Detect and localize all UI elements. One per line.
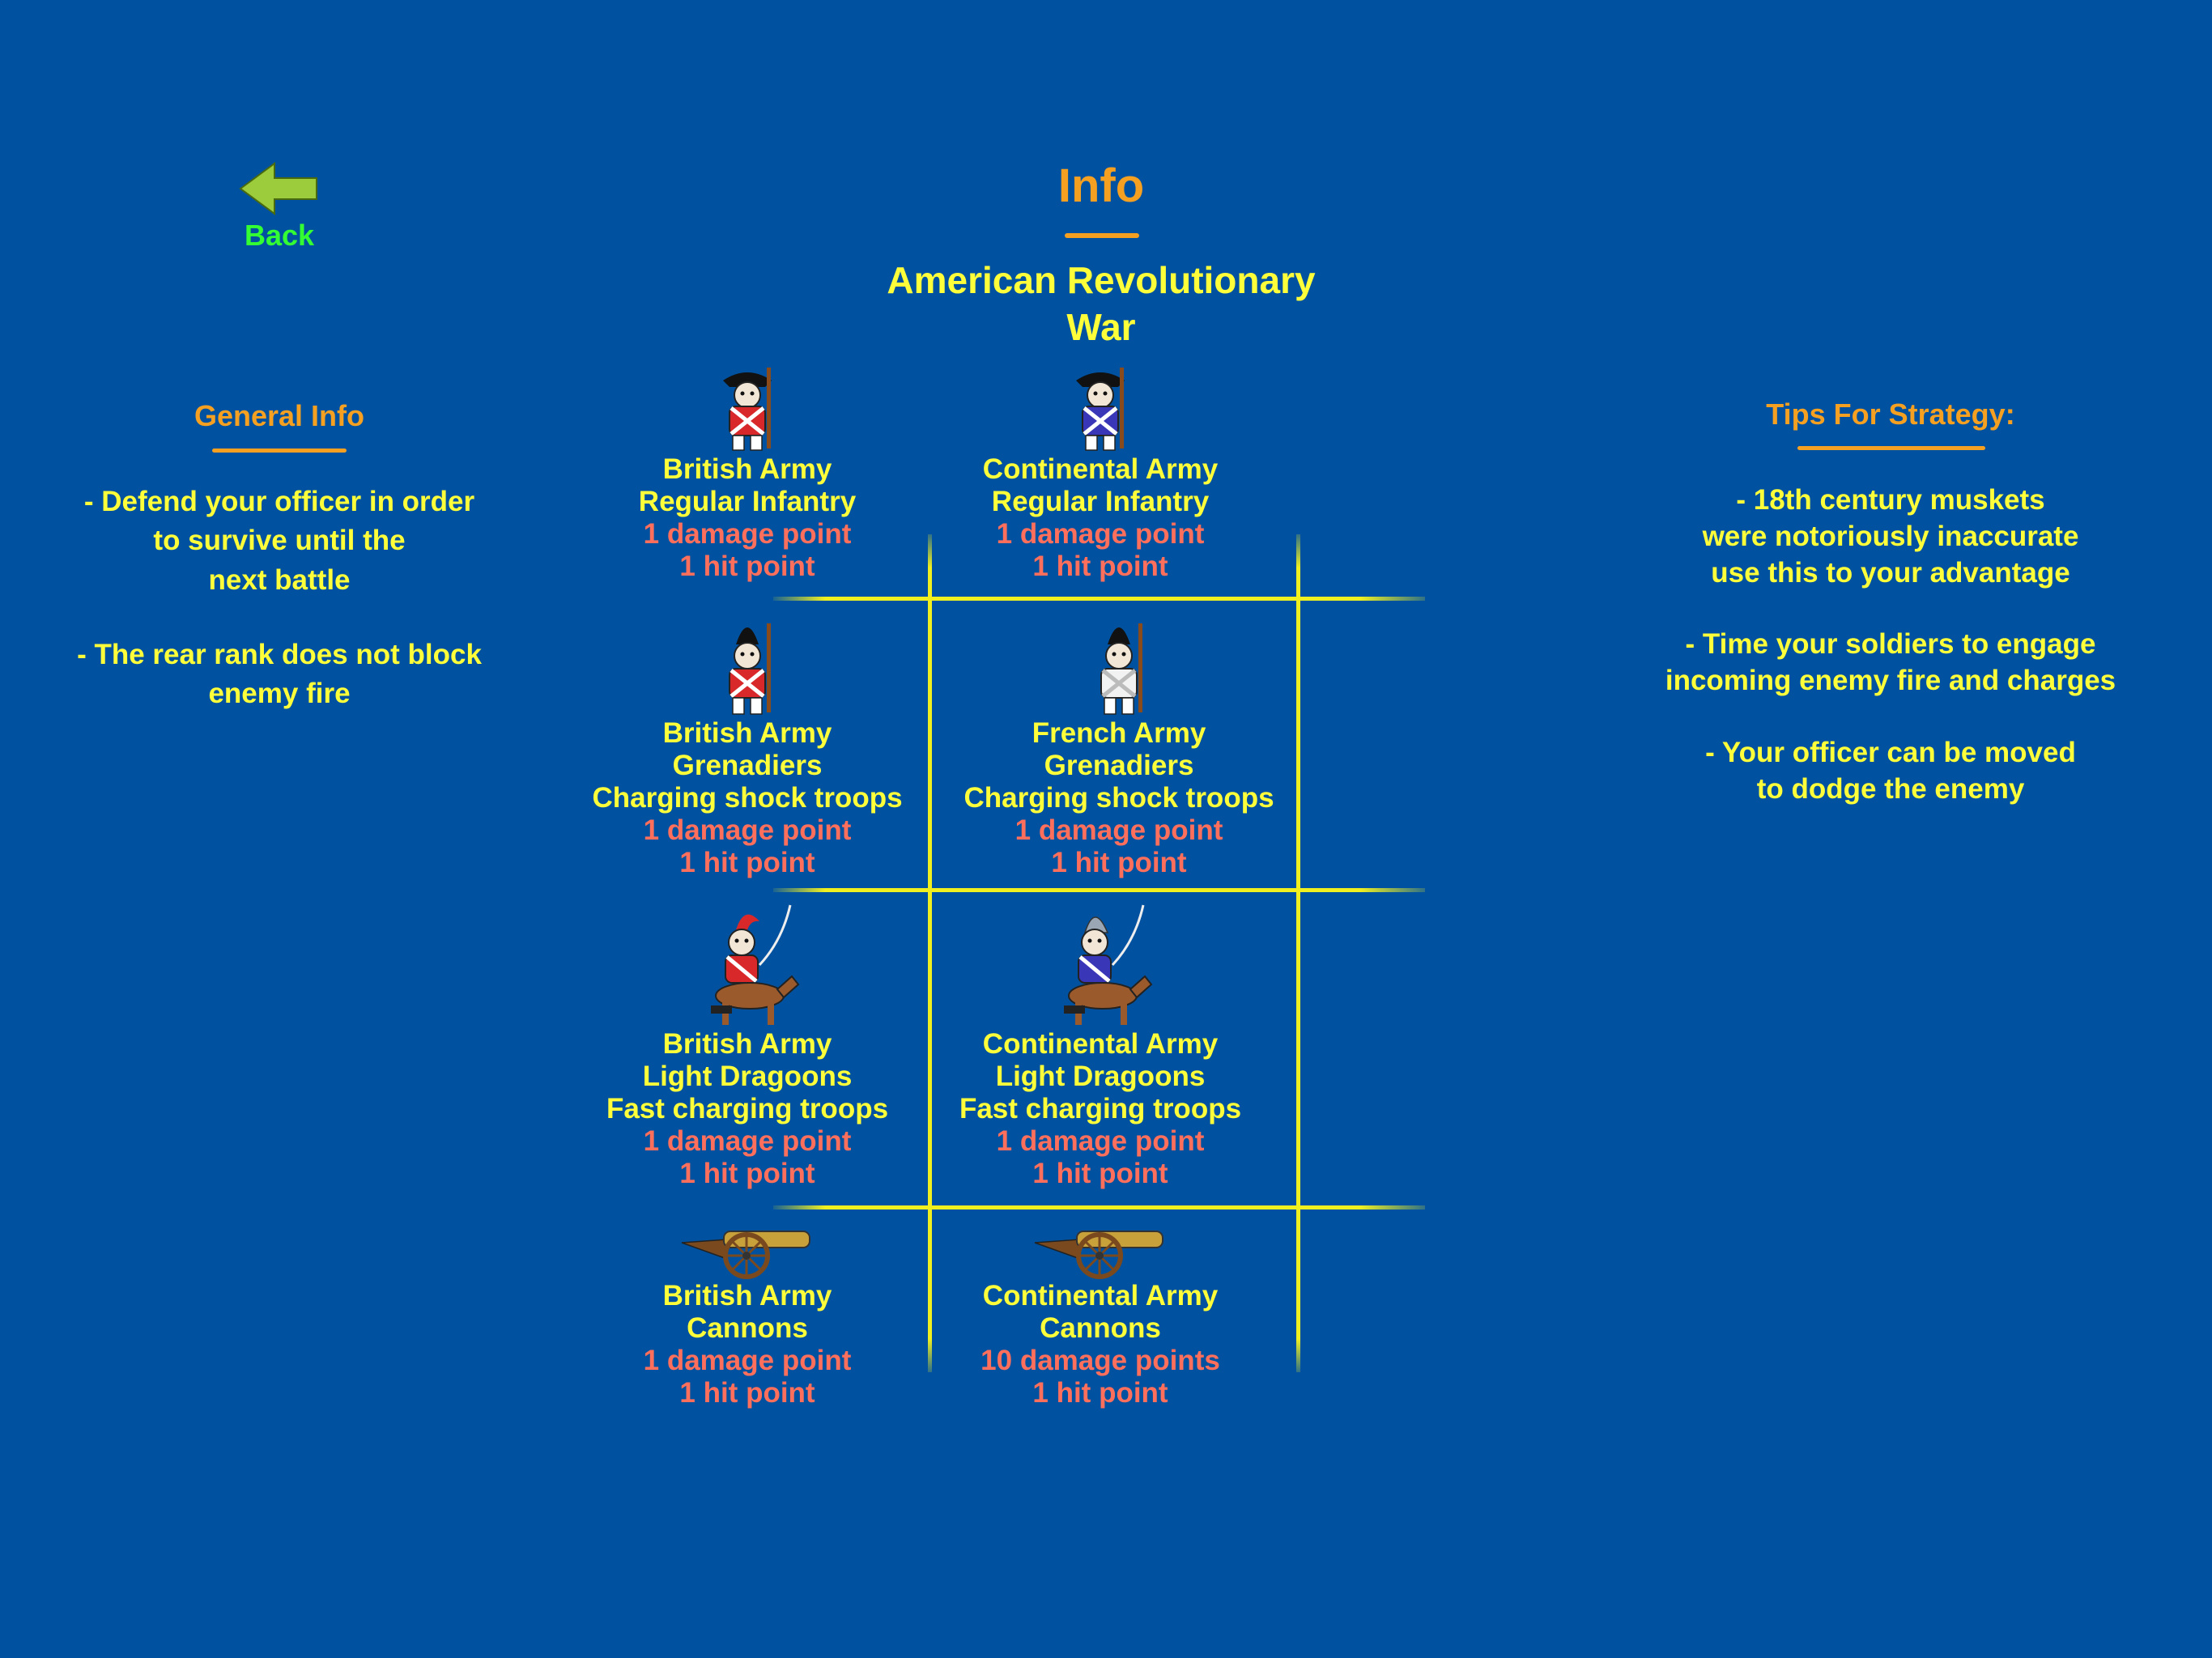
continental-infantry-icon <box>1076 368 1125 451</box>
hit-point-stat: 1 hit point <box>679 847 815 878</box>
unit-card-continental-cannons: Continental Army Cannons 10 damage point… <box>938 1218 1262 1409</box>
british-dragoon-icon <box>711 904 800 1025</box>
damage-stat: 1 damage point <box>643 1125 852 1157</box>
tips-heading: Tips For Strategy: <box>1766 397 2015 431</box>
grid-line-vertical <box>1296 534 1300 1372</box>
damage-stat: 1 damage point <box>643 518 852 550</box>
tips-underline <box>1797 446 1985 450</box>
damage-stat: 1 damage point <box>1015 814 1223 846</box>
unit-card-british-infantry: British Army Regular Infantry 1 damage p… <box>585 363 909 583</box>
unit-card-french-grenadiers: French Army Grenadiers Charging shock tr… <box>957 609 1281 879</box>
general-info-text: - Defend your officer in order to surviv… <box>77 486 482 710</box>
grid-line-horizontal <box>773 597 1425 601</box>
british-infantry-icon <box>723 368 772 451</box>
damage-stat: 1 damage point <box>996 1125 1205 1157</box>
back-label: Back <box>244 219 315 252</box>
back-button[interactable]: Back <box>235 162 324 253</box>
back-arrow-icon <box>239 162 317 215</box>
page-subtitle: American Revolutionary War <box>887 259 1316 348</box>
grid-line-horizontal <box>773 1205 1425 1209</box>
hit-point-stat: 1 hit point <box>1051 847 1187 878</box>
continental-cannon-icon <box>1034 1231 1163 1279</box>
french-grenadier-icon <box>1100 623 1142 715</box>
unit-card-continental-infantry: Continental Army Regular Infantry 1 dama… <box>938 363 1262 583</box>
unit-card-british-cannons: British Army Cannons 1 damage point 1 hi… <box>585 1218 909 1409</box>
grid-line-horizontal <box>773 888 1425 892</box>
damage-stat: 1 damage point <box>996 518 1205 550</box>
general-info-heading: General Info <box>194 399 365 432</box>
damage-stat: 1 damage point <box>643 1345 852 1376</box>
general-info-underline <box>212 449 347 453</box>
tips-text: - 18th century muskets were notoriously … <box>1665 484 2116 805</box>
hit-point-stat: 1 hit point <box>1032 1377 1168 1409</box>
damage-stat: 10 damage points <box>981 1345 1220 1376</box>
damage-stat: 1 damage point <box>643 814 852 846</box>
unit-card-british-dragoons: British Army Light Dragoons Fast chargin… <box>585 900 909 1190</box>
hit-point-stat: 1 hit point <box>679 1158 815 1189</box>
unit-card-continental-dragoons: Continental Army Light Dragoons Fast cha… <box>938 900 1262 1190</box>
hit-point-stat: 1 hit point <box>1032 1158 1168 1189</box>
unit-card-british-grenadiers: British Army Grenadiers Charging shock t… <box>585 609 909 879</box>
hit-point-stat: 1 hit point <box>679 1377 815 1409</box>
hit-point-stat: 1 hit point <box>679 551 815 582</box>
british-grenadier-icon <box>729 623 771 715</box>
grid-line-vertical <box>928 534 932 1372</box>
title-underline <box>1065 233 1139 238</box>
continental-dragoon-icon <box>1064 904 1153 1025</box>
page-title: Info <box>1057 159 1145 212</box>
british-cannon-icon <box>681 1231 810 1279</box>
hit-point-stat: 1 hit point <box>1032 551 1168 582</box>
